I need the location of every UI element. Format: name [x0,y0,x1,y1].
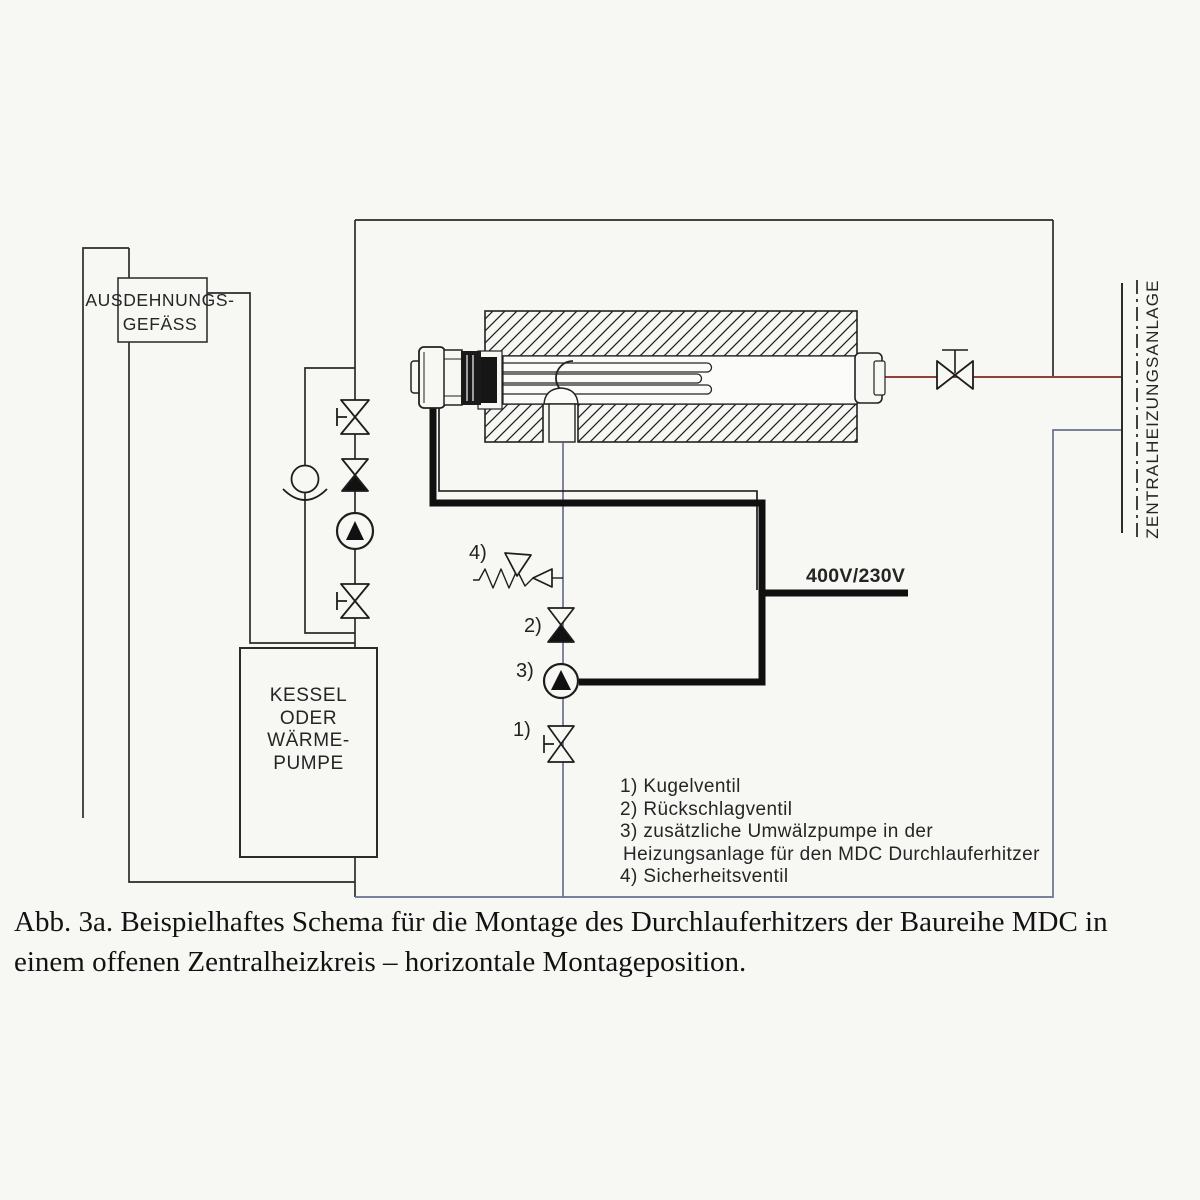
pipe-vessel-bottom-drop [128,342,355,883]
power-cable [429,402,908,686]
cap-mid-lines [444,358,462,397]
expansion-vessel-label-line2: GEFÄSS [122,314,198,334]
boiler-riser-symbols [282,399,375,619]
check-valve-symbol-center [547,607,575,643]
legend: 1) Kugelventil 2) Rückschlagventil 3) zu… [620,776,1040,889]
heating-element-rods [503,362,713,395]
heater-top-wall [484,310,858,357]
callout-check-valve: 2) [524,615,542,637]
boiler-label: KESSEL ODER WÄRME- PUMPE [240,685,377,775]
expansion-vessel-label-line1: AUSDEHNUNGS- [85,290,235,310]
figure-caption-line2: einem offenen Zentralheizkreis – horizon… [14,946,747,978]
heater-outlet-nut [873,360,886,396]
heater-cap-assembly [410,346,503,410]
cap-ring-stripes [466,355,474,401]
boiler-label-line3: WÄRME- [267,730,350,751]
expansion-vessel-label: AUSDEHNUNGS- GEFÄSS [70,288,250,336]
ball-valve-symbol-bottom [336,583,370,619]
heater-bottom-wall-right [577,403,858,443]
heater-inlet-dome [543,387,579,405]
ball-valve-symbol-center [543,725,575,763]
boiler-label-line1: KESSEL [269,685,348,706]
figure-caption-line1: Abb. 3a. Beispielhaftes Schema für die M… [14,906,1108,938]
boiler-box [239,647,378,858]
callout-pump: 3) [516,660,534,682]
shutoff-valve-symbol-flow [936,349,974,390]
heater-inlet-symbols [473,552,580,763]
boiler-label-line4: PUMPE [273,752,344,774]
cap-ring-black [461,351,481,405]
pipe-return-loop [355,429,1122,898]
heater-cross-section [410,310,886,443]
legend-item-4: 4) Sicherheitsventil [620,866,789,888]
pump-symbol-center [542,662,580,700]
cap-mid-section [443,349,463,406]
legend-item-2: 2) Rückschlagventil [620,798,793,820]
heater-inlet-fitting [548,403,576,443]
cable-companion-line [438,402,758,590]
safety-valve-symbol [473,552,563,589]
pump-symbol-left [335,511,375,551]
callout-ball-valve: 1) [513,719,531,741]
boiler-label-line2: ODER [279,707,338,729]
pipe-overflow [82,247,129,818]
cap-body [418,346,446,409]
cable-main-run [429,402,766,686]
central-heating-system-label: ZENTRALHEIZUNGSANLAGE [1142,279,1162,539]
pipe-vessel-side-link [207,292,355,644]
legend-item-3-continued: Heizungsanlage für den MDC Durchlauferhi… [623,843,1040,865]
legend-item-3: 3) zusätzliche Umwälzpumpe in der [620,821,934,843]
check-valve-symbol-left [341,458,369,492]
callout-safety-valve: 4) [469,542,487,564]
legend-item-1: 1) Kugelventil [620,776,741,797]
heater-bottom-wall-left [484,403,544,443]
power-supply-label: 400V/230V [806,565,906,587]
cap-seal-black [481,357,497,403]
central-heating-boundary [1121,280,1138,537]
expansion-vessel-box [117,277,208,343]
ball-valve-symbol-top [336,399,370,435]
gravity-check-symbol [282,464,328,501]
pipe-network-black [82,219,1054,897]
